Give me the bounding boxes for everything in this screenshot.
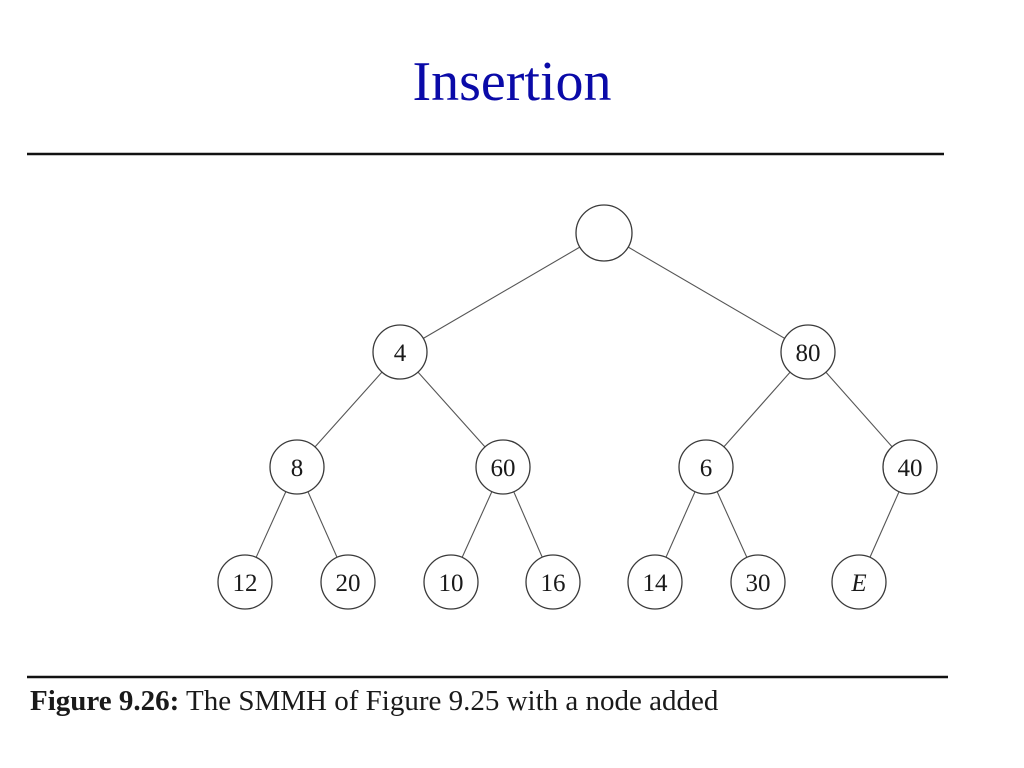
tree-node: 16: [525, 554, 581, 610]
tree-node: 60: [475, 439, 531, 495]
edge-root-4: [399, 232, 605, 353]
node-label: 4: [394, 340, 407, 367]
node-circle: [525, 554, 581, 610]
node-circle: [882, 439, 938, 495]
node-label: 8: [291, 455, 304, 482]
node-circle: [475, 439, 531, 495]
tree-node: 10: [423, 554, 479, 610]
figure-caption-text: The SMMH of Figure 9.25 with a node adde…: [179, 685, 719, 717]
tree-node: 80: [780, 324, 836, 380]
tree-node: 12: [217, 554, 273, 610]
tree-node: 6: [678, 439, 734, 495]
node-circle: [320, 554, 376, 610]
tree-node: 20: [320, 554, 376, 610]
node-circle: [575, 204, 633, 262]
node-circle: [678, 439, 734, 495]
tree-node: 4: [372, 324, 428, 380]
node-label: 12: [233, 570, 258, 597]
tree-edges: [244, 232, 911, 583]
node-label: 20: [336, 570, 361, 597]
node-circle: [730, 554, 786, 610]
node-label: 6: [700, 455, 713, 482]
node-circle: [831, 554, 887, 610]
tree-node: 40: [882, 439, 938, 495]
node-label: E: [850, 570, 866, 597]
node-label: 60: [491, 455, 516, 482]
node-circle: [217, 554, 273, 610]
figure-caption: Figure 9.26: The SMMH of Figure 9.25 wit…: [30, 683, 718, 719]
tree-node: E: [831, 554, 887, 610]
tree-node: 14: [627, 554, 683, 610]
node-label: 10: [439, 570, 464, 597]
tree-node-root: [575, 204, 633, 262]
node-circle: [780, 324, 836, 380]
node-label: 40: [898, 455, 923, 482]
tree-node: 8: [269, 439, 325, 495]
tree-node: 30: [730, 554, 786, 610]
node-label: 30: [746, 570, 771, 597]
edge-root-80: [603, 232, 809, 353]
figure-caption-label: Figure 9.26:: [30, 685, 180, 717]
node-label: 80: [796, 340, 821, 367]
node-circle: [269, 439, 325, 495]
node-label: 14: [643, 570, 669, 597]
node-label: 16: [541, 570, 566, 597]
node-circle: [627, 554, 683, 610]
node-circle: [372, 324, 428, 380]
slide-title: Insertion: [412, 51, 612, 113]
node-circle: [423, 554, 479, 610]
